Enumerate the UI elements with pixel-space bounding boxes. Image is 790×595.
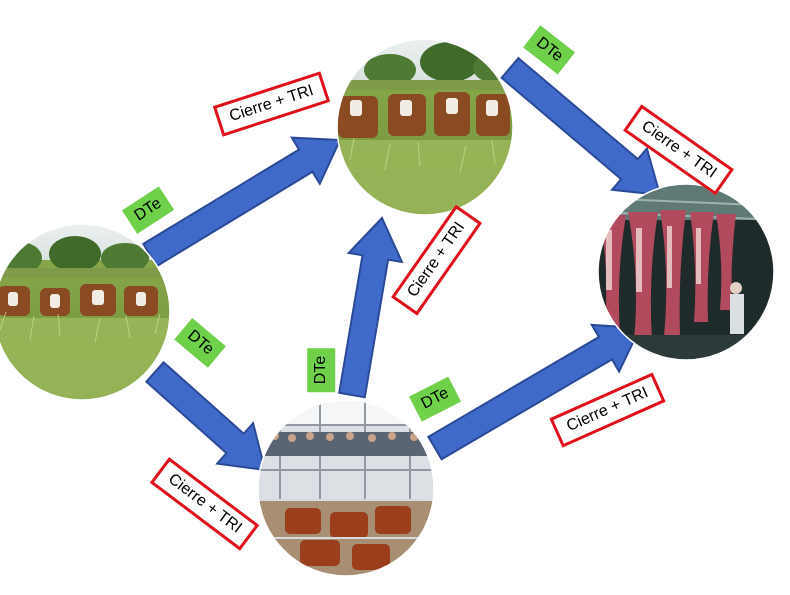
arrow-auction-to-slaughterhouse <box>427 323 642 461</box>
node-farm-top <box>337 39 513 215</box>
dte-label-auction-to-farm-top: DTe <box>307 347 336 393</box>
arrow-farm-left-to-farm-top <box>141 136 342 268</box>
arrow-farm-top-to-slaughterhouse <box>500 56 662 197</box>
arrow-farm-left-to-auction <box>144 360 267 472</box>
node-outlines <box>0 38 775 577</box>
node-auction <box>258 400 434 576</box>
arrows-layer <box>141 56 662 472</box>
arrow-auction-to-farm-top <box>338 216 404 399</box>
